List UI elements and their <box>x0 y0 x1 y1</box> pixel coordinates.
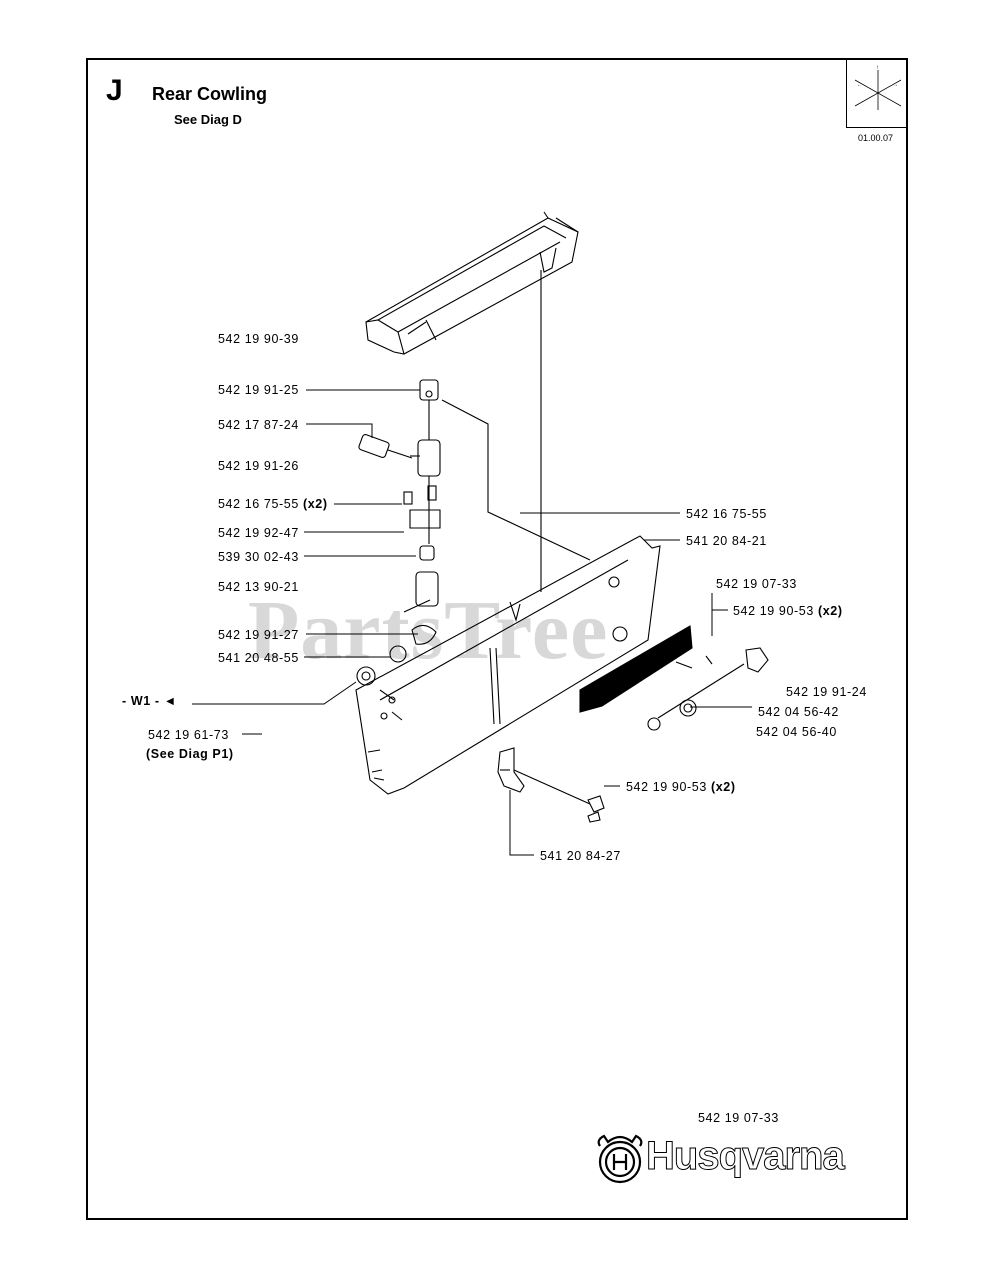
orientation-box: ↑ ← → <box>846 60 908 128</box>
callout-label: 542 04 56-42 <box>758 705 839 719</box>
callout-label: 542 19 92-47 <box>218 526 299 540</box>
callout-label: 542 04 56-40 <box>756 725 837 739</box>
drive-strip <box>579 625 693 713</box>
brand-name: Husqvarna <box>646 1134 846 1179</box>
brand-logo <box>594 1126 878 1193</box>
callout-label: 542 19 07-33 <box>716 577 797 591</box>
svg-text:↑: ↑ <box>876 65 879 71</box>
page-frame <box>86 58 908 1220</box>
husqvarna-crown-icon <box>597 1134 643 1184</box>
callout-label: 542 19 91-25 <box>218 383 299 397</box>
page-subtitle: See Diag D <box>174 112 242 127</box>
rear-plate <box>355 535 661 795</box>
callout-label: 541 20 84-21 <box>686 534 767 548</box>
callout-label: 542 19 90-53 (x2) <box>626 780 736 794</box>
callout-label: 542 19 91-26 <box>218 459 299 473</box>
callout-label: 541 20 48-55 <box>218 651 299 665</box>
callout-label: 542 13 90-21 <box>218 580 299 594</box>
callout-label: 542 19 61-73 <box>148 728 229 742</box>
page-title: Rear Cowling <box>152 84 268 104</box>
revision-date: 01.00.07 <box>858 133 894 143</box>
right-fittings <box>647 647 769 731</box>
svg-text:←: ← <box>857 82 862 88</box>
callout-label: 542 19 91-27 <box>218 628 299 642</box>
svg-text:→: → <box>893 82 898 88</box>
callout-label: 542 19 90-39 <box>218 332 299 346</box>
callout-qty: (x2) <box>302 497 328 511</box>
wire-reference: - W1 - ◄ <box>122 694 177 708</box>
callout-part: 542 19 90-53 <box>733 604 814 618</box>
lower-bracket <box>497 747 605 823</box>
callout-qty: (x2) <box>710 780 736 794</box>
callout-qty: (x2) <box>817 604 843 618</box>
callout-label: 542 17 87-24 <box>218 418 299 432</box>
link-assembly <box>356 379 441 686</box>
section-letter: J <box>106 74 123 107</box>
callout-label: 542 19 91-24 <box>786 685 867 699</box>
callout-label: 542 16 75-55 <box>686 507 767 521</box>
callout-part: 542 16 75-55 <box>218 497 299 511</box>
callout-part: 542 19 90-53 <box>626 780 707 794</box>
orientation-axes-icon: ↑ ← → <box>854 65 902 110</box>
callout-diagram-ref: (See Diag P1) <box>146 747 234 761</box>
cowling-bracket <box>365 211 579 355</box>
callout-label: 539 30 02-43 <box>218 550 299 564</box>
callout-label: 542 19 90-53 (x2) <box>733 604 843 618</box>
callout-label: 542 16 75-55 (x2) <box>218 497 328 511</box>
watermark: PartsTree <box>248 584 609 677</box>
callout-label: 541 20 84-27 <box>540 849 621 863</box>
footer-part-number: 542 19 07-33 <box>698 1111 779 1125</box>
